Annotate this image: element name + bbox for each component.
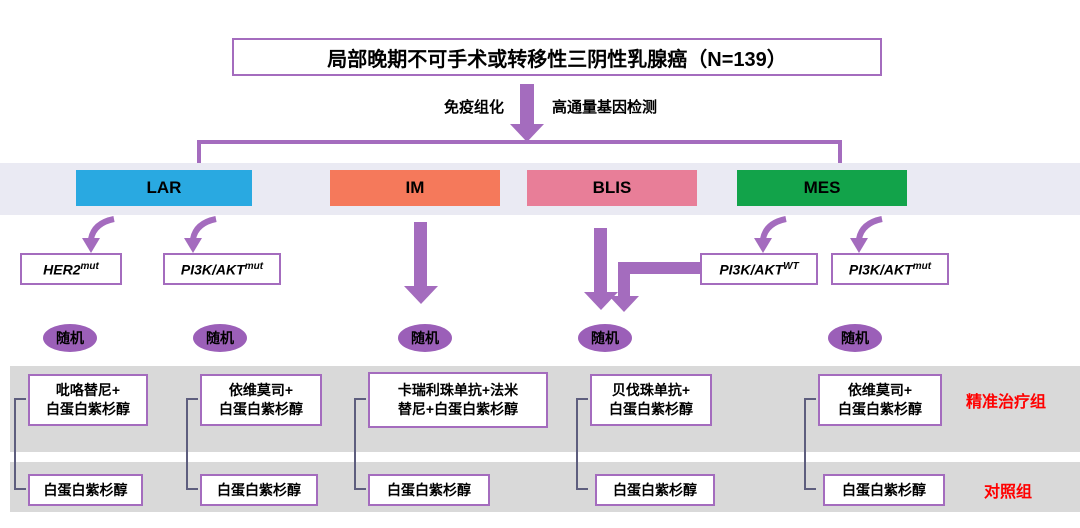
randomize-ellipse: 随机 — [193, 324, 247, 352]
curved-arrow-icon — [850, 216, 883, 253]
curved-arrow-icon — [754, 216, 787, 253]
curved-arrow-icon — [82, 216, 115, 253]
precision-box-im: 卡瑞利珠单抗+法米 替尼+白蛋白紫杉醇 — [368, 372, 548, 428]
subtype-box-mes: MES — [737, 170, 907, 206]
gene-test-label: 高通量基因检测 — [552, 99, 658, 116]
subtype-label-im: IM — [405, 178, 425, 197]
control-box-lar-her2: 白蛋白紫杉醇 — [28, 474, 143, 506]
subtype-label-lar: LAR — [146, 178, 182, 197]
randomize-ellipse: 随机 — [828, 324, 882, 352]
arm-bracket — [354, 398, 366, 490]
l-arrow-horizontal — [618, 262, 700, 274]
precision-group-label: 精准治疗组 — [966, 394, 1047, 411]
control-box-mes: 白蛋白紫杉醇 — [823, 474, 945, 506]
im-down-arrow-head-icon — [404, 286, 438, 304]
subtype-label-mes: MES — [803, 178, 841, 197]
l-arrow-head-icon — [609, 296, 639, 312]
connector-drop-right — [838, 140, 842, 170]
mutation-box-pi3k-akt-wt: PI3K/AKTWT — [700, 253, 818, 285]
randomize-ellipse: 随机 — [398, 324, 452, 352]
arm-bracket — [804, 398, 816, 490]
mutation-box-pi3k-akt-mut-lar: PI3K/AKTmut — [163, 253, 281, 285]
ihc-label: 免疫组化 — [443, 99, 504, 116]
blis-down-arrow-icon — [594, 228, 607, 294]
control-box-im: 白蛋白紫杉醇 — [368, 474, 490, 506]
mutation-box-pi3k-akt-mut-mes: PI3K/AKTmut — [831, 253, 949, 285]
connector-line — [197, 140, 842, 144]
arm-bracket — [14, 398, 26, 490]
precision-box-mes: 依维莫司+ 白蛋白紫杉醇 — [818, 374, 942, 426]
mutation-label: PI3K/AKTmut — [848, 260, 932, 278]
subtype-box-im: IM — [330, 170, 500, 206]
randomize-ellipse: 随机 — [578, 324, 632, 352]
precision-box-lar-pi3k: 依维莫司+ 白蛋白紫杉醇 — [200, 374, 322, 426]
im-down-arrow-icon — [414, 222, 427, 288]
trial-title-box: 局部晚期不可手术或转移性三阴性乳腺癌（N=139） — [232, 38, 882, 76]
subtype-box-blis: BLIS — [527, 170, 697, 206]
precision-box-blis: 贝伐珠单抗+ 白蛋白紫杉醇 — [590, 374, 712, 426]
down-arrow-icon — [520, 84, 534, 126]
subtype-label-blis: BLIS — [592, 178, 632, 197]
control-box-lar-pi3k: 白蛋白紫杉醇 — [200, 474, 318, 506]
mutation-label: PI3K/AKTWT — [719, 260, 799, 278]
trial-title: 局部晚期不可手术或转移性三阴性乳腺癌（N=139） — [327, 48, 787, 71]
mutation-label: HER2mut — [43, 260, 99, 278]
connector-drop-left — [197, 140, 201, 170]
curved-arrow-icon — [184, 216, 217, 253]
mutation-box-her2mut: HER2mut — [20, 253, 122, 285]
precision-box-lar-her2: 吡咯替尼+ 白蛋白紫杉醇 — [28, 374, 148, 426]
mutation-label: PI3K/AKTmut — [180, 260, 264, 278]
down-arrow-head-icon — [510, 124, 544, 142]
control-group-label: 对照组 — [984, 484, 1033, 501]
control-box-blis: 白蛋白紫杉醇 — [595, 474, 715, 506]
subtype-box-lar: LAR — [76, 170, 252, 206]
arm-bracket — [186, 398, 198, 490]
randomize-ellipse: 随机 — [43, 324, 97, 352]
l-arrow-vertical — [618, 262, 630, 298]
arm-bracket — [576, 398, 588, 490]
